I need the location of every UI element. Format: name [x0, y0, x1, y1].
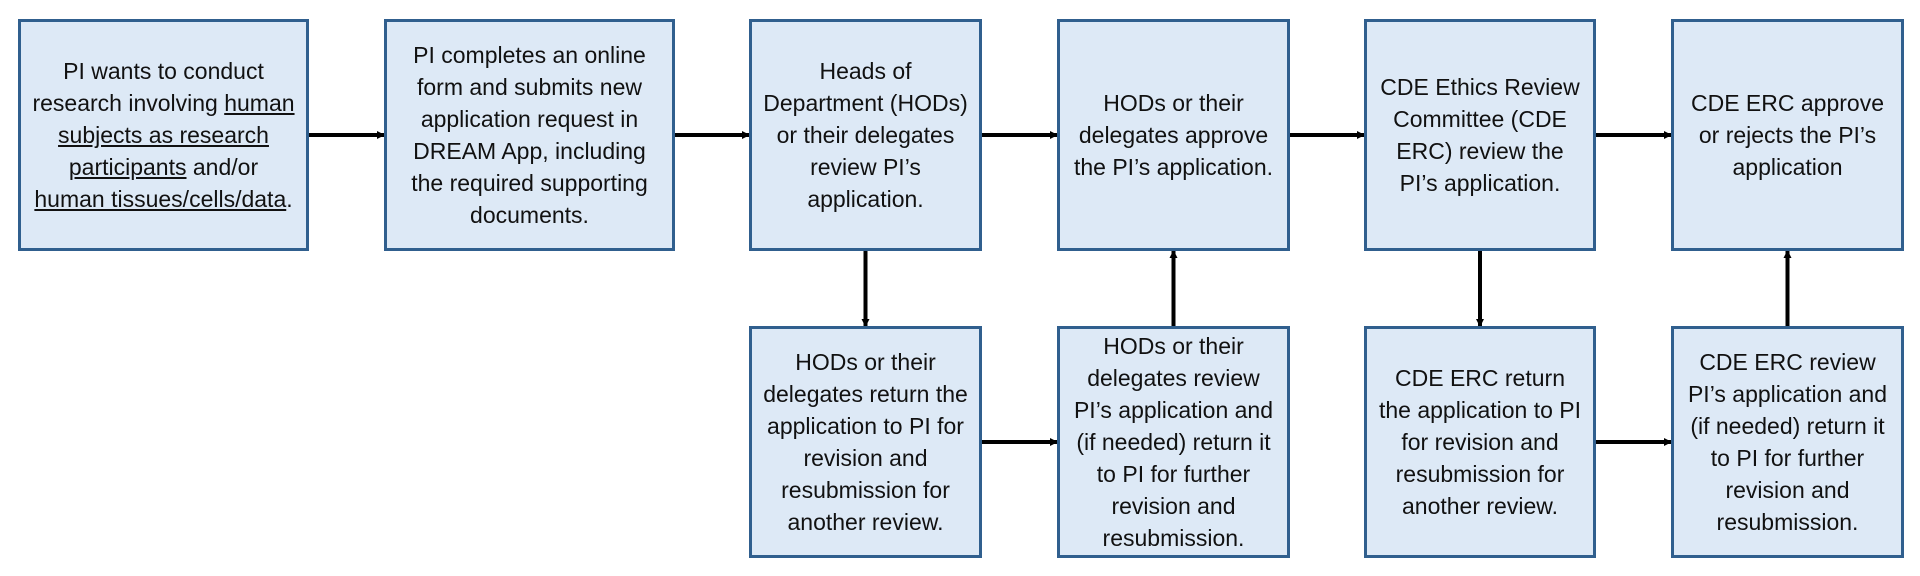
node-cde-erc-rereview: CDE ERC review PI’s application and (if …	[1671, 326, 1904, 558]
node-text: HODs or their delegates approve the PI’s…	[1070, 87, 1277, 183]
underlined-text: human tissues/cells/data	[34, 186, 287, 212]
text-run: CDE ERC review PI’s application and (if …	[1687, 349, 1888, 535]
node-cde-erc-decision: CDE ERC approve or rejects the PI’s appl…	[1671, 19, 1904, 251]
node-text: CDE Ethics Review Committee (CDE ERC) re…	[1377, 71, 1583, 199]
text-run: CDE ERC approve or rejects the PI’s appl…	[1690, 90, 1885, 180]
node-text: CDE ERC review PI’s application and (if …	[1684, 346, 1891, 538]
node-pi-wants-research: PI wants to conduct research involving h…	[18, 19, 309, 251]
node-text: HODs or their delegates return the appli…	[762, 346, 969, 538]
text-run: Heads of Department (HODs) or their dele…	[763, 58, 968, 212]
node-text: PI wants to conduct research involving h…	[31, 55, 296, 215]
node-hods-return: HODs or their delegates return the appli…	[749, 326, 982, 558]
text-run: and/or	[186, 154, 259, 180]
text-run: .	[286, 186, 293, 212]
node-cde-erc-return: CDE ERC return the application to PI for…	[1364, 326, 1596, 558]
underlined-text: human subjects as research participants	[58, 90, 295, 180]
text-run: HODs or their delegates approve the PI’s…	[1073, 90, 1274, 180]
text-run: CDE Ethics Review Committee (CDE ERC) re…	[1380, 74, 1580, 196]
node-hods-rereview: HODs or their delegates review PI’s appl…	[1057, 326, 1290, 558]
text-run: HODs or their delegates return the appli…	[763, 349, 968, 535]
node-pi-submits-application: PI completes an online form and submits …	[384, 19, 675, 251]
text-run: PI wants to conduct research involving	[32, 58, 264, 116]
node-text: PI completes an online form and submits …	[397, 39, 662, 231]
node-text: HODs or their delegates review PI’s appl…	[1070, 330, 1277, 554]
node-text: CDE ERC approve or rejects the PI’s appl…	[1684, 87, 1891, 183]
node-text: Heads of Department (HODs) or their dele…	[762, 55, 969, 215]
node-text: CDE ERC return the application to PI for…	[1377, 362, 1583, 522]
text-run: CDE ERC return the application to PI for…	[1378, 365, 1582, 519]
node-cde-erc-review: CDE Ethics Review Committee (CDE ERC) re…	[1364, 19, 1596, 251]
node-hods-approve: HODs or their delegates approve the PI’s…	[1057, 19, 1290, 251]
text-run: HODs or their delegates review PI’s appl…	[1073, 333, 1274, 551]
node-hods-review: Heads of Department (HODs) or their dele…	[749, 19, 982, 251]
text-run: PI completes an online form and submits …	[411, 42, 648, 228]
